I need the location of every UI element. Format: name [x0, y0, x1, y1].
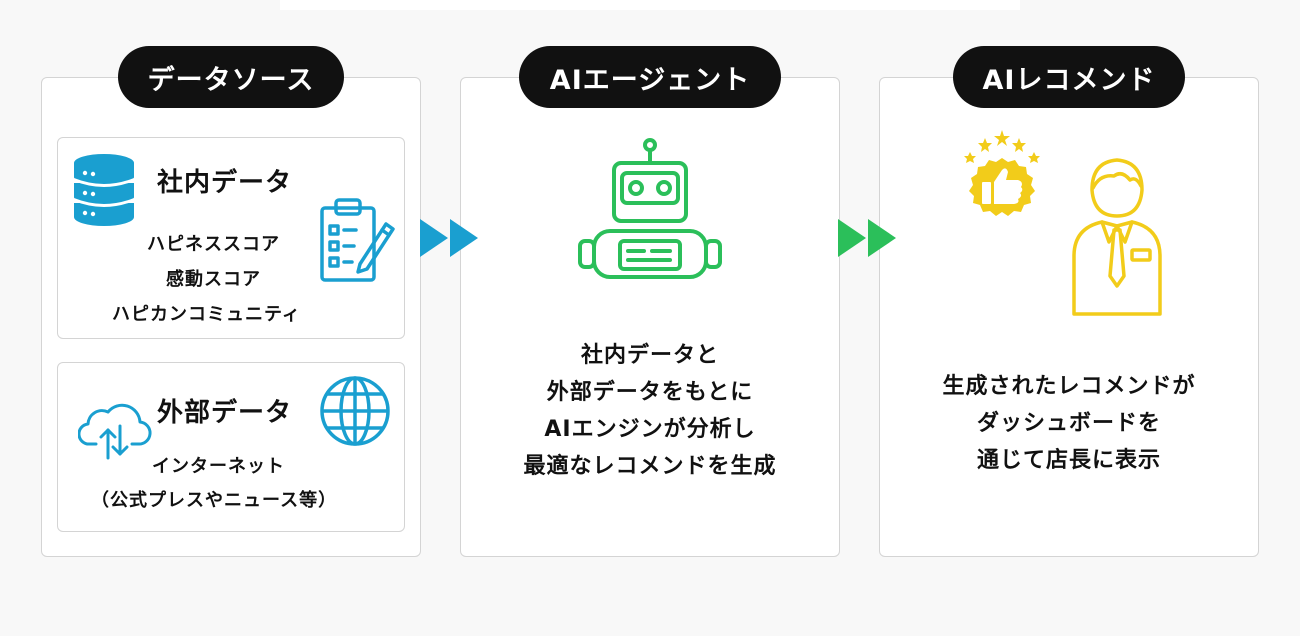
cloud-sync-icon [78, 396, 152, 462]
top-strip [280, 0, 1020, 10]
internal-item-community: ハピカンコミュニティ [112, 304, 301, 325]
globe-icon [318, 374, 392, 448]
ai-recommend-panel [879, 77, 1259, 557]
external-item-internet: インターネット [152, 456, 285, 477]
ai-recommend-line-1: 生成されたレコメンドが [942, 374, 1196, 399]
ai-recommend-line-2: ダッシュボードを [976, 411, 1161, 436]
ai-recommend-line-3: 通じて店長に表示 [976, 448, 1161, 473]
clipboard-checklist-icon [316, 196, 396, 286]
ai-agent-line-3: AIエンジンが分析し [544, 417, 756, 442]
thumbs-up-badge-icon [950, 124, 1054, 246]
ai-agent-line-2: 外部データをもとに [546, 380, 754, 405]
robot-icon [578, 137, 722, 287]
external-data-heading: 外部データ [157, 398, 293, 428]
ai-agent-title: AIエージェント [519, 46, 781, 108]
ai-recommend-description: 生成されたレコメンドが ダッシュボードを 通じて店長に表示 [879, 368, 1259, 479]
ai-agent-description: 社内データと 外部データをもとに AIエンジンが分析し 最適なレコメンドを生成 [460, 337, 840, 485]
internal-data-heading: 社内データ [157, 168, 293, 198]
database-icon [72, 153, 136, 233]
ai-recommend-title: AIレコメンド [953, 46, 1185, 108]
flow-arrow-1 [420, 219, 480, 257]
data-source-title: データソース [118, 46, 344, 108]
external-item-press-news: （公式プレスやニュース等） [91, 490, 338, 511]
internal-item-kando-score: 感動スコア [166, 269, 261, 290]
internal-item-happiness-score: ハピネススコア [147, 234, 280, 255]
ai-agent-line-4: 最適なレコメンドを生成 [523, 454, 777, 479]
ai-agent-line-1: 社内データと [580, 343, 719, 368]
store-manager-icon [1064, 156, 1170, 318]
flow-arrow-2 [838, 219, 898, 257]
